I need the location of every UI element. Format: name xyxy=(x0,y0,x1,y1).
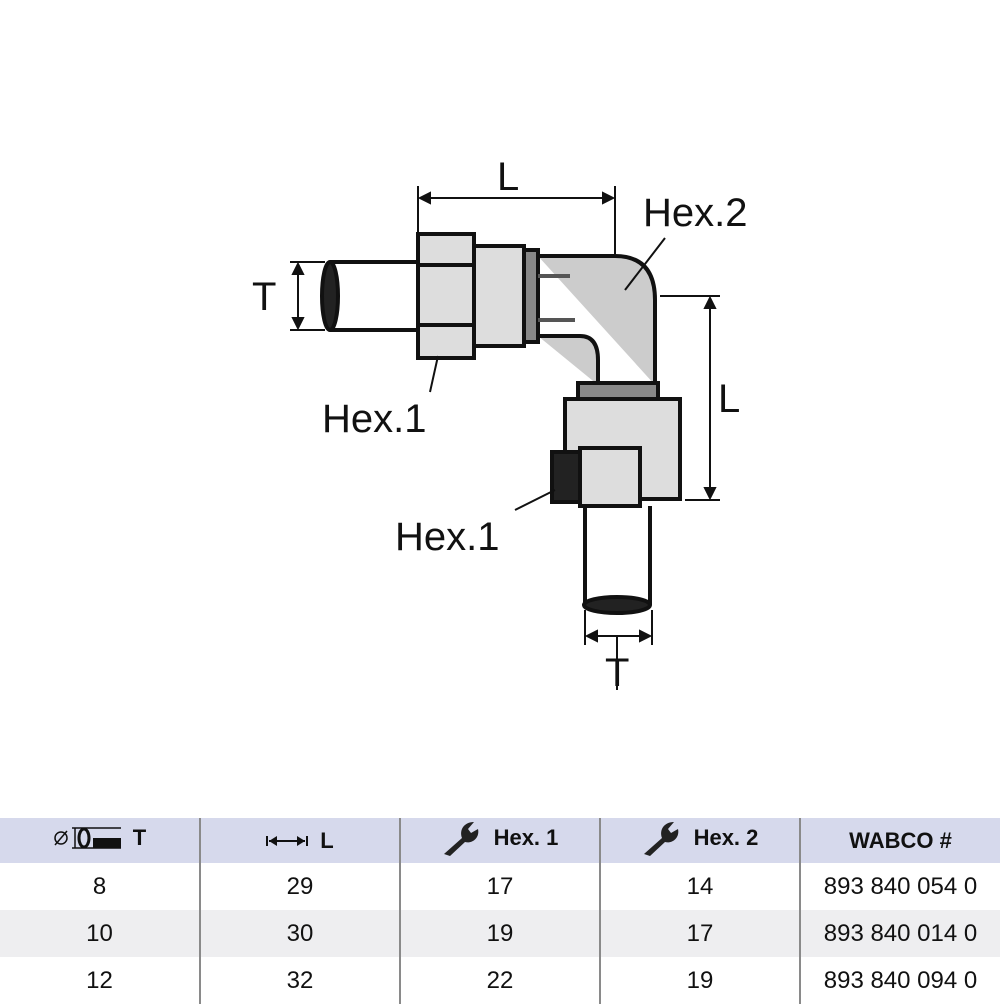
header-wabco: WABCO # xyxy=(799,818,1000,863)
dimension-t-left: T xyxy=(252,275,276,319)
header-length: L xyxy=(199,818,400,863)
label-hex2: Hex.2 xyxy=(643,191,748,235)
cell-length: 32 xyxy=(199,957,400,1004)
length-arrow-icon xyxy=(266,835,309,846)
wrench-icon xyxy=(443,821,478,856)
cell-hex1: 22 xyxy=(399,957,600,1004)
table-row: 10 30 19 17 893 840 014 0 xyxy=(0,910,1000,957)
elbow-fitting-drawing: L L T T Hex.2 Hex.1 Hex.1 xyxy=(252,155,748,695)
table-row: 8 29 17 14 893 840 054 0 xyxy=(0,863,1000,910)
header-hex2: Hex. 2 xyxy=(599,818,800,863)
cell-length: 29 xyxy=(199,863,400,910)
header-tube: T xyxy=(0,818,200,863)
fitting-spec-table: T L Hex. 1 Hex. 2 WABCO # 8 29 xyxy=(0,818,1000,1004)
cell-hex2: 14 xyxy=(599,863,800,910)
cell-tube: 10 xyxy=(0,910,200,957)
label-hex1-lower: Hex.1 xyxy=(395,515,500,559)
cell-tube: 8 xyxy=(92,872,107,900)
cell-wabco: 893 840 094 0 xyxy=(799,957,1000,1004)
dimension-t-bottom: T xyxy=(605,651,629,695)
header-hex1: Hex. 1 xyxy=(399,818,600,863)
cell-wabco: 893 840 054 0 xyxy=(799,863,1000,910)
dimension-l-top: L xyxy=(497,155,519,199)
cell-length: 30 xyxy=(199,910,400,957)
cell-wabco: 893 840 014 0 xyxy=(799,910,1000,957)
table-header-row: T L Hex. 1 Hex. 2 WABCO # xyxy=(0,818,1000,863)
cell-hex2: 17 xyxy=(599,910,800,957)
label-hex1-upper: Hex.1 xyxy=(322,397,427,441)
wrench-icon xyxy=(643,821,678,856)
cell-hex1: 19 xyxy=(399,910,600,957)
cell-tube: 12 xyxy=(86,966,113,994)
dimension-l-right: L xyxy=(718,377,740,421)
cell-hex1: 17 xyxy=(399,863,600,910)
cell-hex2: 19 xyxy=(599,957,800,1004)
tube-diameter-icon xyxy=(54,827,121,849)
table-row: 12 32 22 19 893 840 094 0 xyxy=(0,957,1000,1004)
